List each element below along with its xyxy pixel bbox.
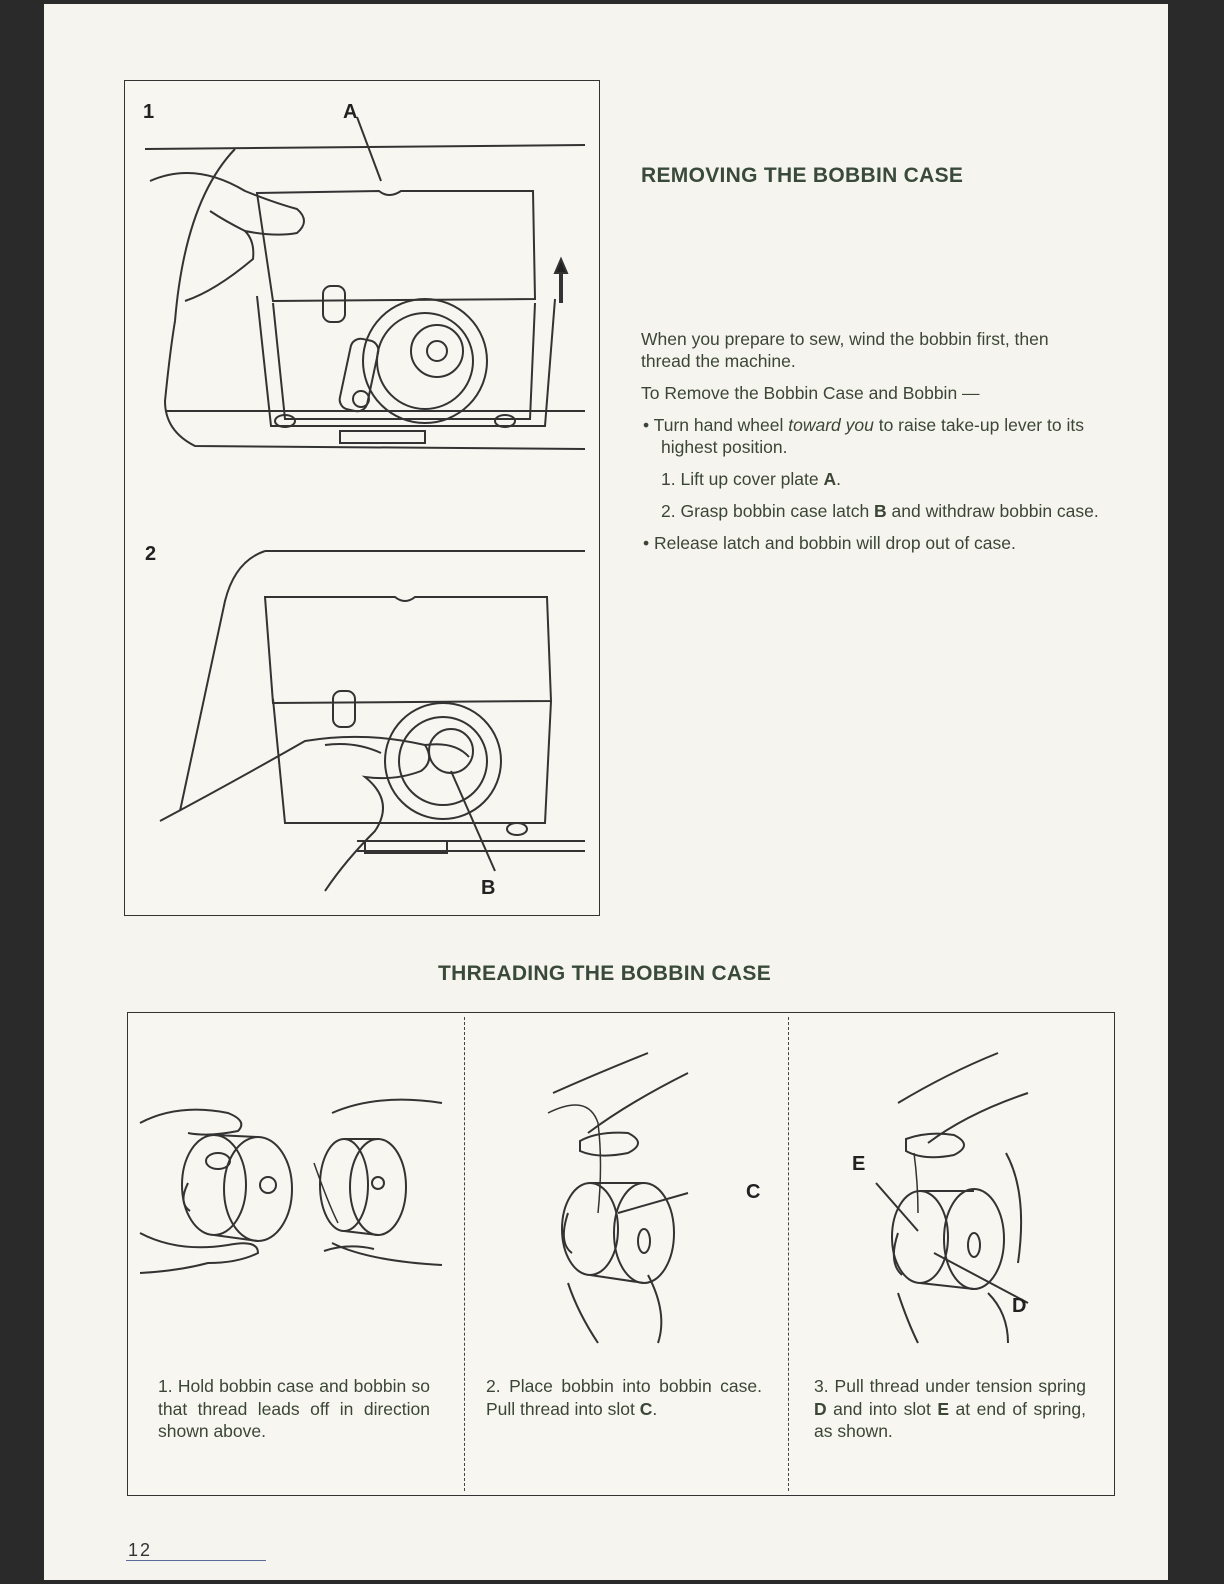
intro-paragraph: When you prepare to sew, wind the bobbin…: [641, 329, 1049, 371]
step2-caption-bold: C: [639, 1398, 653, 1419]
manual-page: 1 A 2 B REMOVING THE BOBBIN CASE When yo…: [44, 4, 1168, 1580]
callout-d: D: [1012, 1295, 1027, 1317]
callout-c: C: [746, 1181, 761, 1203]
bobbin-removal-illustration: [144, 116, 586, 892]
step1-bold: A: [823, 469, 837, 489]
step3-caption-text: 3. Pull thread under tension spring: [814, 1376, 1086, 1396]
callout-e: E: [852, 1153, 866, 1175]
step2-caption: 2. Place bobbin into bobbin case. Pull t…: [486, 1375, 762, 1420]
step3-caption-bold-d: D: [814, 1398, 827, 1419]
bullet1-text-end: to raise take-up lever to its highest po…: [661, 415, 1084, 457]
footer-rule: [126, 1560, 266, 1561]
step2-text-end: and withdraw bobbin case.: [886, 501, 1099, 521]
step2-bold: B: [874, 501, 887, 521]
removal-instructions: When you prepare to sew, wind the bobbin…: [641, 328, 1103, 564]
bullet1-italic: toward you: [788, 415, 874, 435]
callout-b: B: [481, 877, 496, 899]
step-lift-cover: 1. Lift up cover plate A.: [641, 468, 1103, 490]
figure-1-number: 1: [143, 101, 155, 123]
threading-steps-box: C E D 1. Hold bobbin case and bobbin so …: [127, 1012, 1115, 1496]
step-grasp-latch: 2. Grasp bobbin case latch B and withdra…: [641, 500, 1103, 522]
step1-text: 1. Lift up cover plate: [661, 469, 824, 489]
subheading: To Remove the Bobbin Case and Bobbin —: [641, 383, 980, 403]
bullet-hand-wheel: • Turn hand wheel toward you to raise ta…: [641, 414, 1103, 458]
page-number: 12: [128, 1540, 153, 1560]
step3-caption-mid: and into slot: [826, 1398, 938, 1419]
divider-2: [788, 1017, 789, 1491]
figure-2-number: 2: [145, 543, 157, 565]
section-title-threading: THREADING THE BOBBIN CASE: [438, 962, 772, 985]
step2-caption-end: .: [652, 1398, 658, 1419]
step3-caption-end: at end of spring, as shown.: [814, 1398, 1086, 1442]
step1-text-end: .: [836, 469, 841, 489]
divider-1: [464, 1017, 465, 1491]
bullet1-text: • Turn hand wheel: [643, 415, 789, 435]
bobbin-removal-figure: 1 A 2 B: [124, 80, 600, 916]
bullet-release-latch: • Release latch and bobbin will drop out…: [643, 533, 1016, 553]
step3-caption: 3. Pull thread under tension spring D an…: [814, 1375, 1086, 1443]
step2-text: 2. Grasp bobbin case latch: [661, 501, 875, 521]
callout-a: A: [343, 101, 358, 123]
step1-caption: 1. Hold bobbin case and bobbin so that t…: [158, 1376, 430, 1441]
step2-caption-text: 2. Place bobbin into bobbin case. Pull t…: [486, 1376, 762, 1419]
section-title-removing: REMOVING THE BOBBIN CASE: [641, 164, 964, 187]
threading-illustrations: [139, 1052, 1029, 1344]
step3-caption-bold-e: E: [937, 1398, 950, 1419]
